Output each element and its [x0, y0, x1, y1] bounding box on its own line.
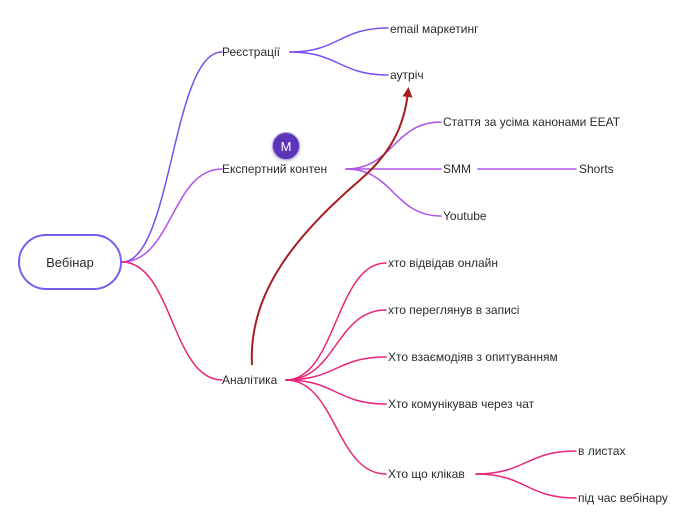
collaborator-avatar[interactable]: M — [272, 132, 300, 160]
edge-analytics-child-3 — [285, 379, 387, 405]
node-poll-interaction[interactable]: Хто взаємодіяв з опитуванням — [388, 350, 558, 364]
edge-clicks-emails — [475, 450, 577, 475]
avatar-initial: M — [280, 138, 292, 154]
edge-clicks-webinar — [475, 473, 577, 499]
node-online-visitors[interactable]: хто відвідав онлайн — [388, 256, 499, 270]
node-outreach[interactable]: аутріч — [390, 68, 424, 82]
node-registrations[interactable]: Реєстрації — [222, 45, 280, 59]
node-eeat-article[interactable]: Стаття за усіма канонами EEAT — [443, 115, 621, 129]
edge-root-content — [121, 168, 223, 263]
edge-analytics-child-2 — [285, 356, 387, 381]
edge-content-eeat — [345, 121, 442, 170]
edge-content-youtube — [345, 168, 442, 217]
node-youtube[interactable]: Youtube — [443, 209, 487, 223]
edge-registrations-email — [289, 27, 389, 53]
edge-analytics-child-1 — [285, 309, 387, 381]
edge-analytics-child-0 — [285, 262, 387, 381]
node-in-emails[interactable]: в листах — [578, 444, 626, 458]
root-node-webinar[interactable]: Вебінар — [18, 234, 122, 290]
node-smm[interactable]: SMM — [443, 162, 471, 176]
node-expert-content[interactable]: Експертний контен — [222, 162, 328, 176]
edge-registrations-outreach — [289, 51, 389, 76]
node-who-clicked[interactable]: Хто що клікав — [388, 467, 465, 481]
relation-arrow[interactable] — [250, 87, 413, 366]
edge-root-analytics — [121, 261, 223, 381]
edge-analytics-child-4 — [285, 379, 387, 475]
node-chat-communication[interactable]: Хто комунікував через чат — [388, 397, 535, 411]
node-shorts[interactable]: Shorts — [579, 162, 614, 176]
node-recording-viewers[interactable]: хто переглянув в записі — [388, 303, 520, 317]
node-analytics[interactable]: Аналітика — [222, 373, 278, 387]
node-email-marketing[interactable]: email маркетинг — [390, 22, 479, 36]
node-during-webinar[interactable]: під час вебінару — [578, 491, 668, 505]
edge-root-registrations — [121, 51, 223, 263]
root-node-label: Вебінар — [46, 254, 94, 270]
